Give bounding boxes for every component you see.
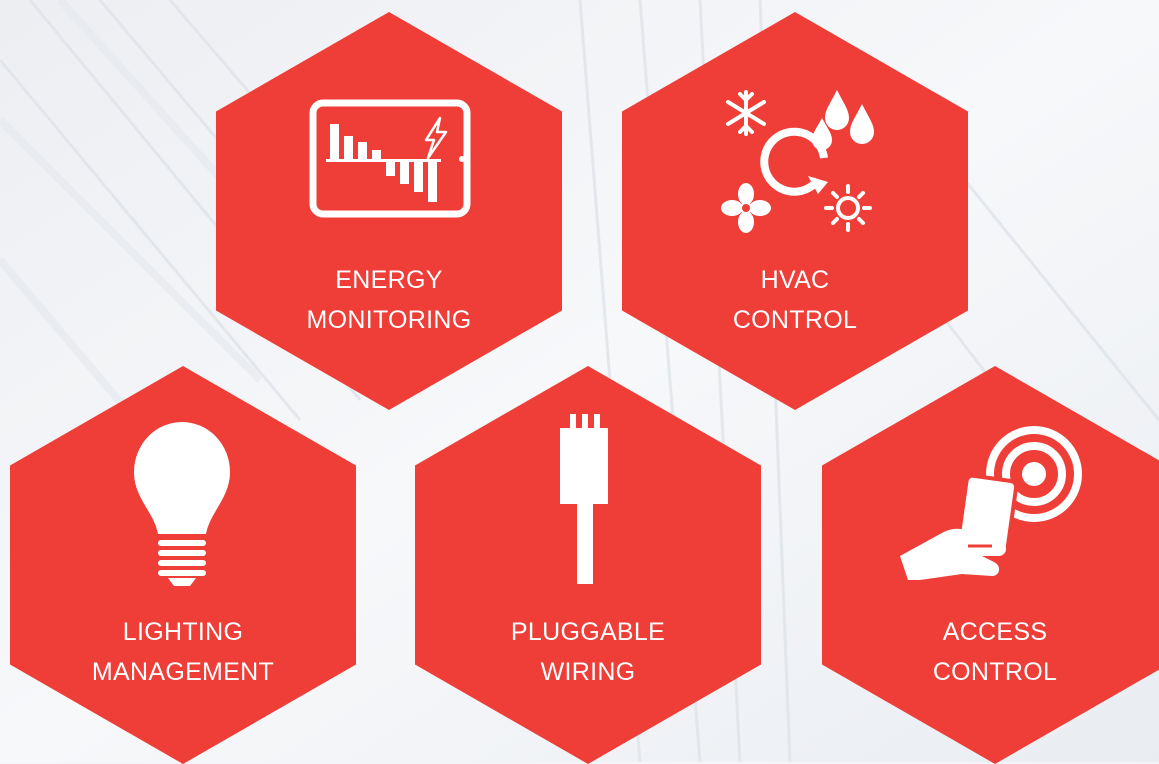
tile-title-line-1: ENERGY — [335, 266, 443, 294]
tile-title-line-2: MONITORING — [306, 306, 472, 334]
hvac-cycle-icon — [721, 90, 874, 233]
access-card-icon — [900, 426, 1082, 580]
plug-connector-icon — [560, 414, 608, 584]
tile-title-line-1: LIGHTING — [122, 618, 244, 646]
hvac-control-tile[interactable]: HVAC CONTROL — [622, 12, 968, 410]
tile-title-line-2: MANAGEMENT — [91, 658, 275, 686]
tile-title-line-1: HVAC — [760, 266, 830, 294]
light-bulb-icon — [134, 422, 230, 586]
tile-title-line-1: PLUGGABLE — [510, 618, 666, 646]
tile-title-line-1: ACCESS — [942, 618, 1048, 646]
tablet-energy-chart-icon — [309, 99, 471, 218]
tile-title-line-2: WIRING — [540, 658, 636, 686]
tile-title-line-2: CONTROL — [932, 658, 1058, 686]
tile-title-line-2: CONTROL — [732, 306, 858, 334]
